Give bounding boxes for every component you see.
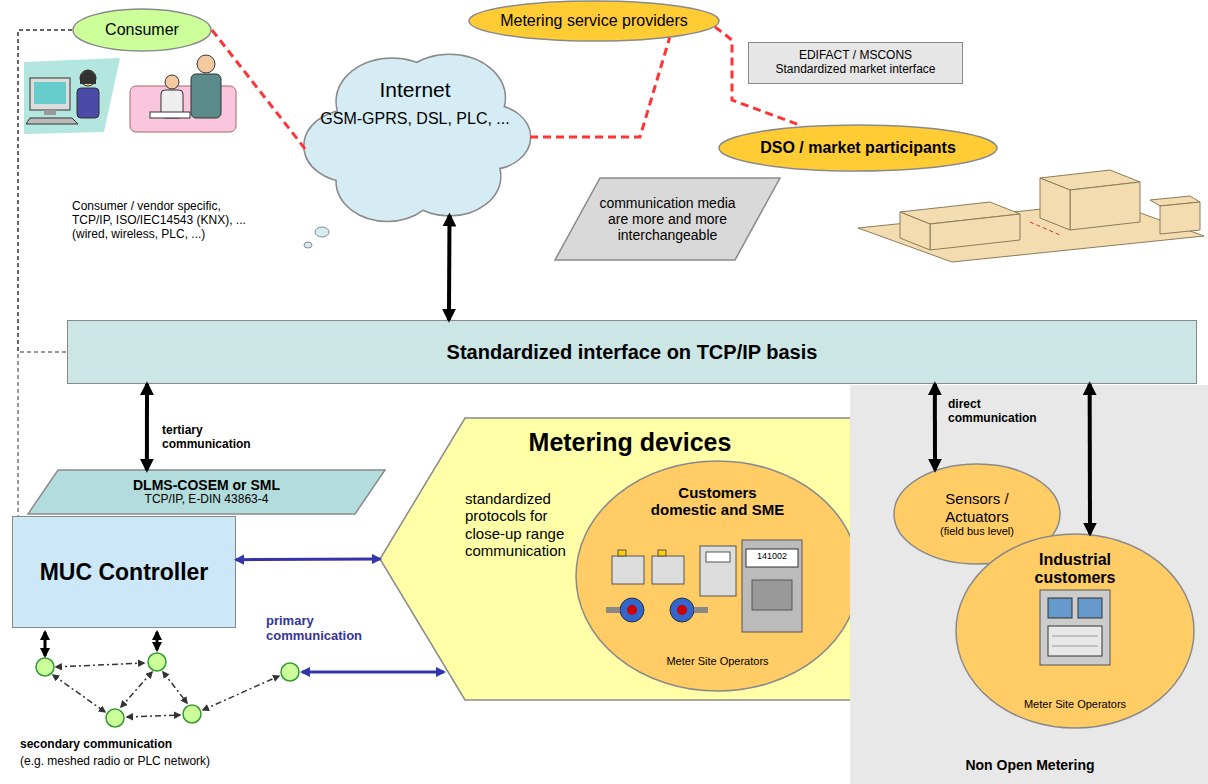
node-title: Non Open Metering: [910, 757, 1150, 773]
node-title: DSO / market participants: [760, 139, 956, 157]
node-title: Standardized interface on TCP/IP basis: [447, 341, 818, 364]
node-title: Sensors / Actuators: [925, 490, 1030, 525]
connector: [18, 30, 72, 352]
party-ellipse: Metering service providers: [468, 0, 720, 42]
protocol-parallelogram: DLMS-COSEM or SMLTCP/IP, E-DIN 43863-4: [28, 470, 385, 514]
node-title: Internet: [330, 78, 500, 102]
connector: [236, 558, 380, 562]
connector: [530, 38, 670, 137]
region-panel: Non Open Metering Sensors / Actuators(fie…: [850, 385, 1208, 784]
cloud-outline: [300, 48, 530, 226]
node-title: Metering service providers: [500, 12, 688, 30]
cloud-bubbles: [304, 227, 329, 248]
connector: [18, 30, 72, 516]
mesh-network: [36, 632, 444, 727]
annotation-label: (e.g. meshed radio or PLC network): [20, 755, 290, 769]
node-title: Industrial customers: [1015, 551, 1135, 588]
node-title: EDIFACT / MSCONS Standardized market int…: [770, 49, 942, 77]
note-parallelogram: communication media are more and more in…: [555, 178, 780, 260]
actor-ellipse: Consumer: [72, 8, 212, 52]
connector: [1088, 384, 1092, 534]
connector: [933, 384, 937, 470]
node-text: Meter Site Operators: [645, 655, 790, 668]
connector: [715, 27, 802, 126]
consumer-illustration: [24, 55, 236, 134]
node-text: standardized protocols for close-up rang…: [465, 490, 570, 559]
interface-band: Standardized interface on TCP/IP basis: [67, 320, 1197, 384]
node-text: Meter Site Operators: [1010, 698, 1140, 711]
connector: [447, 215, 452, 320]
industrial-cabinet: [1040, 590, 1110, 665]
node-title: MUC Controller: [40, 559, 209, 585]
annotation-label: 141002: [749, 551, 795, 561]
node-title: Consumer: [105, 21, 179, 39]
node-title: Metering devices: [500, 428, 760, 457]
party-ellipse: DSO / market participants: [718, 124, 998, 172]
node-text: TCP/IP, E-DIN 43863-4: [145, 493, 269, 507]
meter-icons: [606, 540, 802, 632]
node-text: (field bus level): [940, 525, 1014, 538]
building-illustration: [858, 170, 1204, 262]
node-title: Customers domestic and SME: [650, 484, 785, 519]
node-title: DLMS-COSEM or SML: [133, 477, 280, 493]
controller-box: MUC Controller: [12, 516, 236, 628]
interface-box: EDIFACT / MSCONS Standardized market int…: [748, 42, 963, 84]
node-title: communication media are more and more in…: [595, 195, 740, 243]
node-text: GSM-GPRS, DSL, PLC, ...: [315, 110, 515, 128]
annotation-label: direct communication: [948, 398, 1048, 426]
annotation-label: primary communication: [266, 614, 366, 644]
connector: [145, 384, 149, 470]
annotation-label: Consumer / vendor specific, TCP/IP, ISO/…: [72, 200, 247, 241]
network-cloud: InternetGSM-GPRS, DSL, PLC, ...: [300, 48, 530, 226]
annotation-label: secondary communication: [20, 738, 280, 752]
annotation-label: tertiary communication: [162, 424, 257, 452]
connector: [212, 30, 307, 151]
